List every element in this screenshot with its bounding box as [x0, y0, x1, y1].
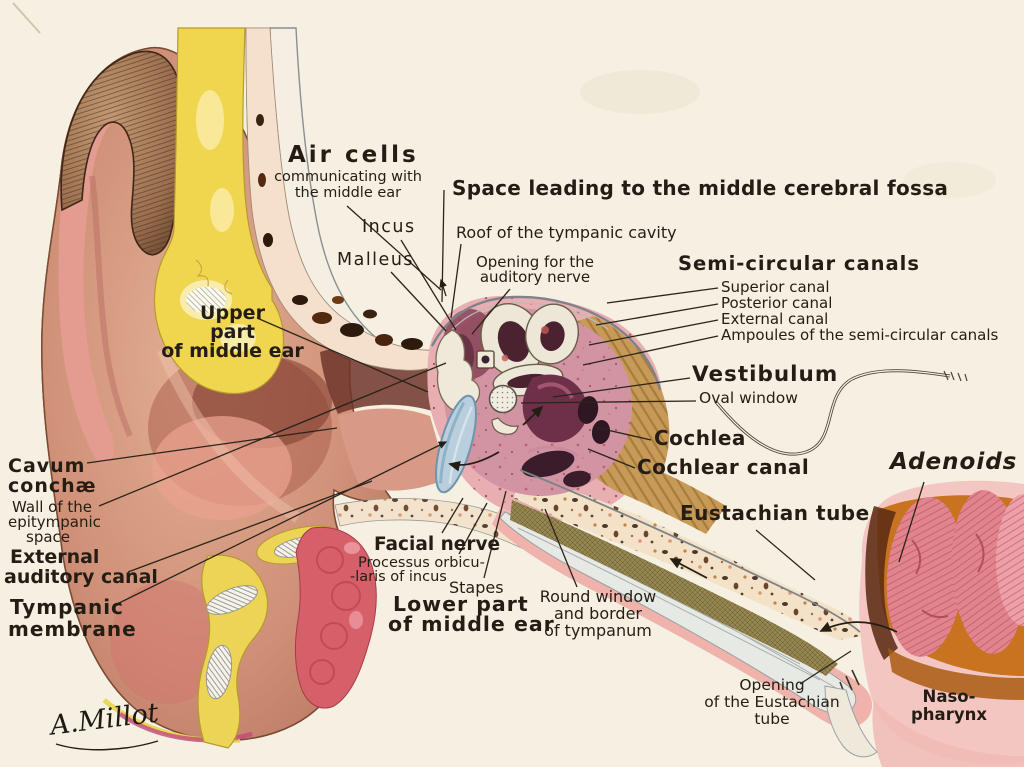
nasopharynx-region: [824, 480, 1024, 767]
bone-yellow-upper: [153, 27, 285, 395]
label-processus-1: Processus orbicu-: [358, 555, 485, 571]
cochlea-shape: [522, 374, 588, 443]
label-space-leading: Space leading to the middle cerebral fos…: [452, 176, 949, 200]
label-lower-part-1: Lower part: [393, 592, 529, 616]
label-roof-tympanic: Roof of the tympanic cavity: [456, 223, 677, 242]
eustachian-tube-shape: [492, 469, 873, 728]
label-ext-auditory-2: auditory canal: [4, 566, 158, 588]
label-opening-eust-3: tube: [754, 710, 790, 728]
label-stapes: Stapes: [449, 578, 504, 597]
label-opening-auditory-2: auditory nerve: [479, 268, 591, 286]
label-cavum-2: conchæ: [8, 475, 97, 497]
label-air-cells-sub1: communicating with: [274, 169, 422, 185]
label-air-cells-sub2: the middle ear: [294, 185, 402, 201]
label-wall-1: Wall of the: [12, 498, 93, 516]
label-cavum-1: Cavum: [8, 455, 86, 477]
label-processus-2: -laris of incus: [350, 569, 447, 585]
label-opening-eust-1: Opening: [739, 676, 805, 694]
label-lower-part-2: of middle ear: [388, 612, 555, 636]
signature-flourish: [55, 740, 159, 751]
label-facial-nerve: Facial nerve: [374, 534, 501, 555]
label-ext-auditory-1: External: [10, 546, 100, 568]
label-upper-part-2: part: [210, 321, 255, 343]
label-wall-2: epitympanic: [8, 513, 101, 531]
label-air-cells: Air cells: [288, 142, 419, 168]
label-naso-1: Naso-: [922, 687, 976, 706]
label-opening-auditory-1: Opening for the: [475, 253, 595, 271]
tympanic-membrane-shape: [435, 394, 477, 494]
label-external-canal: External canal: [721, 310, 829, 328]
ossicles: [435, 329, 481, 413]
label-posterior-canal: Posterior canal: [721, 294, 833, 312]
inner-ear: [435, 303, 611, 488]
label-adenoids: Adenoids: [890, 449, 1018, 475]
label-malleus: Malleus: [337, 250, 415, 270]
label-eustachian-tube: Eustachian tube: [680, 501, 870, 525]
probe-wire: [714, 369, 968, 456]
label-incus: Incus: [362, 217, 416, 237]
label-upper-part-3: of middle ear: [161, 340, 304, 362]
flow-arrows: [448, 405, 898, 633]
label-cochlea: Cochlea: [654, 426, 746, 450]
label-tympanic-1: Tympanic: [10, 595, 124, 619]
label-upper-part-1: Upper: [200, 302, 265, 324]
label-round-window-2: and border: [553, 604, 642, 623]
label-vestibulum: Vestibulum: [692, 362, 839, 387]
label-oval-window: Oval window: [699, 389, 798, 407]
label-tympanic-2: membrane: [8, 617, 137, 641]
label-opening-eust-2: of the Eustachian: [704, 693, 840, 711]
label-superior-canal: Superior canal: [721, 278, 830, 296]
leader-lines: [86, 189, 925, 685]
label-cochlear-canal: Cochlear canal: [637, 455, 810, 479]
canal-cartilage: [197, 525, 377, 749]
label-ampoules: Ampoules of the semi-circular canals: [721, 326, 999, 344]
label-round-window-1: Round window: [539, 587, 657, 606]
label-round-window-3: of tympanum: [544, 621, 652, 640]
label-wall-3: space: [26, 528, 71, 546]
label-naso-2: pharynx: [911, 705, 987, 724]
label-semicircular-canals: Semi-circular canals: [678, 252, 920, 275]
